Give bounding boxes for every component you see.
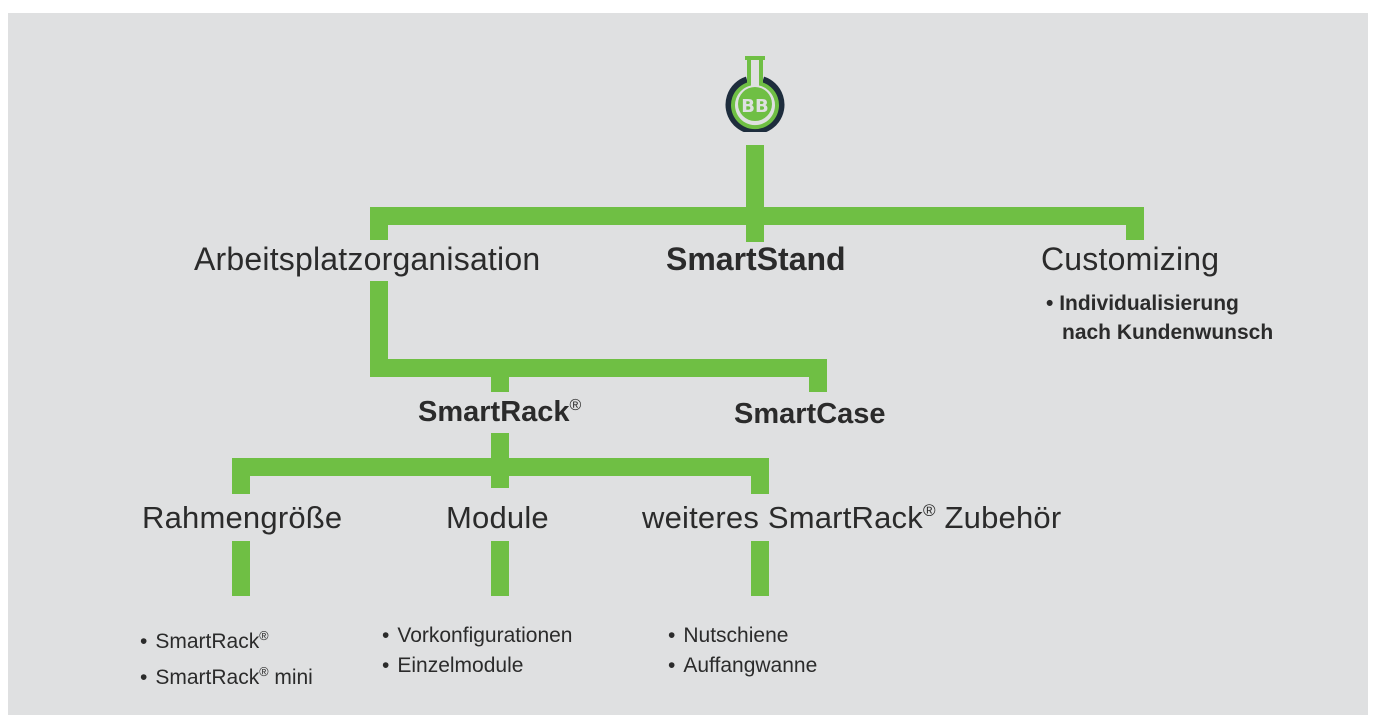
connector-drop-right <box>1126 207 1144 240</box>
bullet-list-rahmen: SmartRack® SmartRack® mini <box>140 621 313 693</box>
customizing-bullet-line2: nach Kundenwunsch <box>1062 321 1274 344</box>
connector-level2-horizontal <box>370 359 827 377</box>
bullet-dot: • <box>1046 292 1060 315</box>
connector-drop-zubehoer <box>751 458 769 494</box>
node-smartcase: SmartCase <box>734 398 886 430</box>
node-arbeitsplatzorganisation: Arbeitsplatzorganisation <box>194 241 541 277</box>
node-weiteres-zubehoer: weiteres SmartRack® Zubehör <box>642 502 1061 533</box>
node-zubehoer-pre: weiteres SmartRack <box>642 500 923 535</box>
list-item: SmartRack® <box>140 621 313 657</box>
logo-text: BB <box>741 96 768 117</box>
node-rahmengroesse: Rahmengröße <box>142 500 343 535</box>
list-item: SmartRack® mini <box>140 657 312 693</box>
connector-drop-rahmen <box>232 458 250 494</box>
node-smartrack-text: SmartRack <box>418 396 570 428</box>
connector-drop-smartcase <box>809 359 827 392</box>
connector-rahmen-leaf <box>232 541 250 596</box>
list-item: Nutschiene <box>668 621 817 651</box>
connector-level1-horizontal <box>370 207 1144 225</box>
connector-drop-left <box>370 207 388 240</box>
connector-stem-top <box>746 145 764 242</box>
list-item: Auffangwanne <box>668 651 817 681</box>
connector-level3-horizontal <box>232 458 769 476</box>
node-smartrack: SmartRack® <box>418 396 582 428</box>
connector-zubehoer-leaf <box>751 541 769 596</box>
list-item: Einzelmodule <box>382 651 573 681</box>
node-smartstand: SmartStand <box>666 241 846 277</box>
node-customizing: Customizing <box>1041 241 1220 277</box>
node-module: Module <box>446 500 549 535</box>
list-item: Vorkonfigurationen <box>382 621 572 651</box>
bullet-list-module: Vorkonfigurationen Einzelmodule <box>382 621 573 681</box>
customizing-bullet-line1: Individualisierung <box>1059 292 1239 315</box>
flask-bb-icon: BB <box>725 56 785 132</box>
registered-mark: ® <box>569 396 582 414</box>
connector-arbeitsplatz-stem <box>370 281 388 377</box>
node-zubehoer-post: Zubehör <box>935 500 1062 535</box>
connector-module-leaf <box>491 541 509 596</box>
connector-drop-smartrack <box>491 359 509 392</box>
customizing-bullet: • Individualisierung nach Kundenwunsch <box>1046 289 1273 347</box>
registered-mark: ® <box>922 500 936 520</box>
bullet-list-zubehoer: Nutschiene Auffangwanne <box>668 621 817 681</box>
